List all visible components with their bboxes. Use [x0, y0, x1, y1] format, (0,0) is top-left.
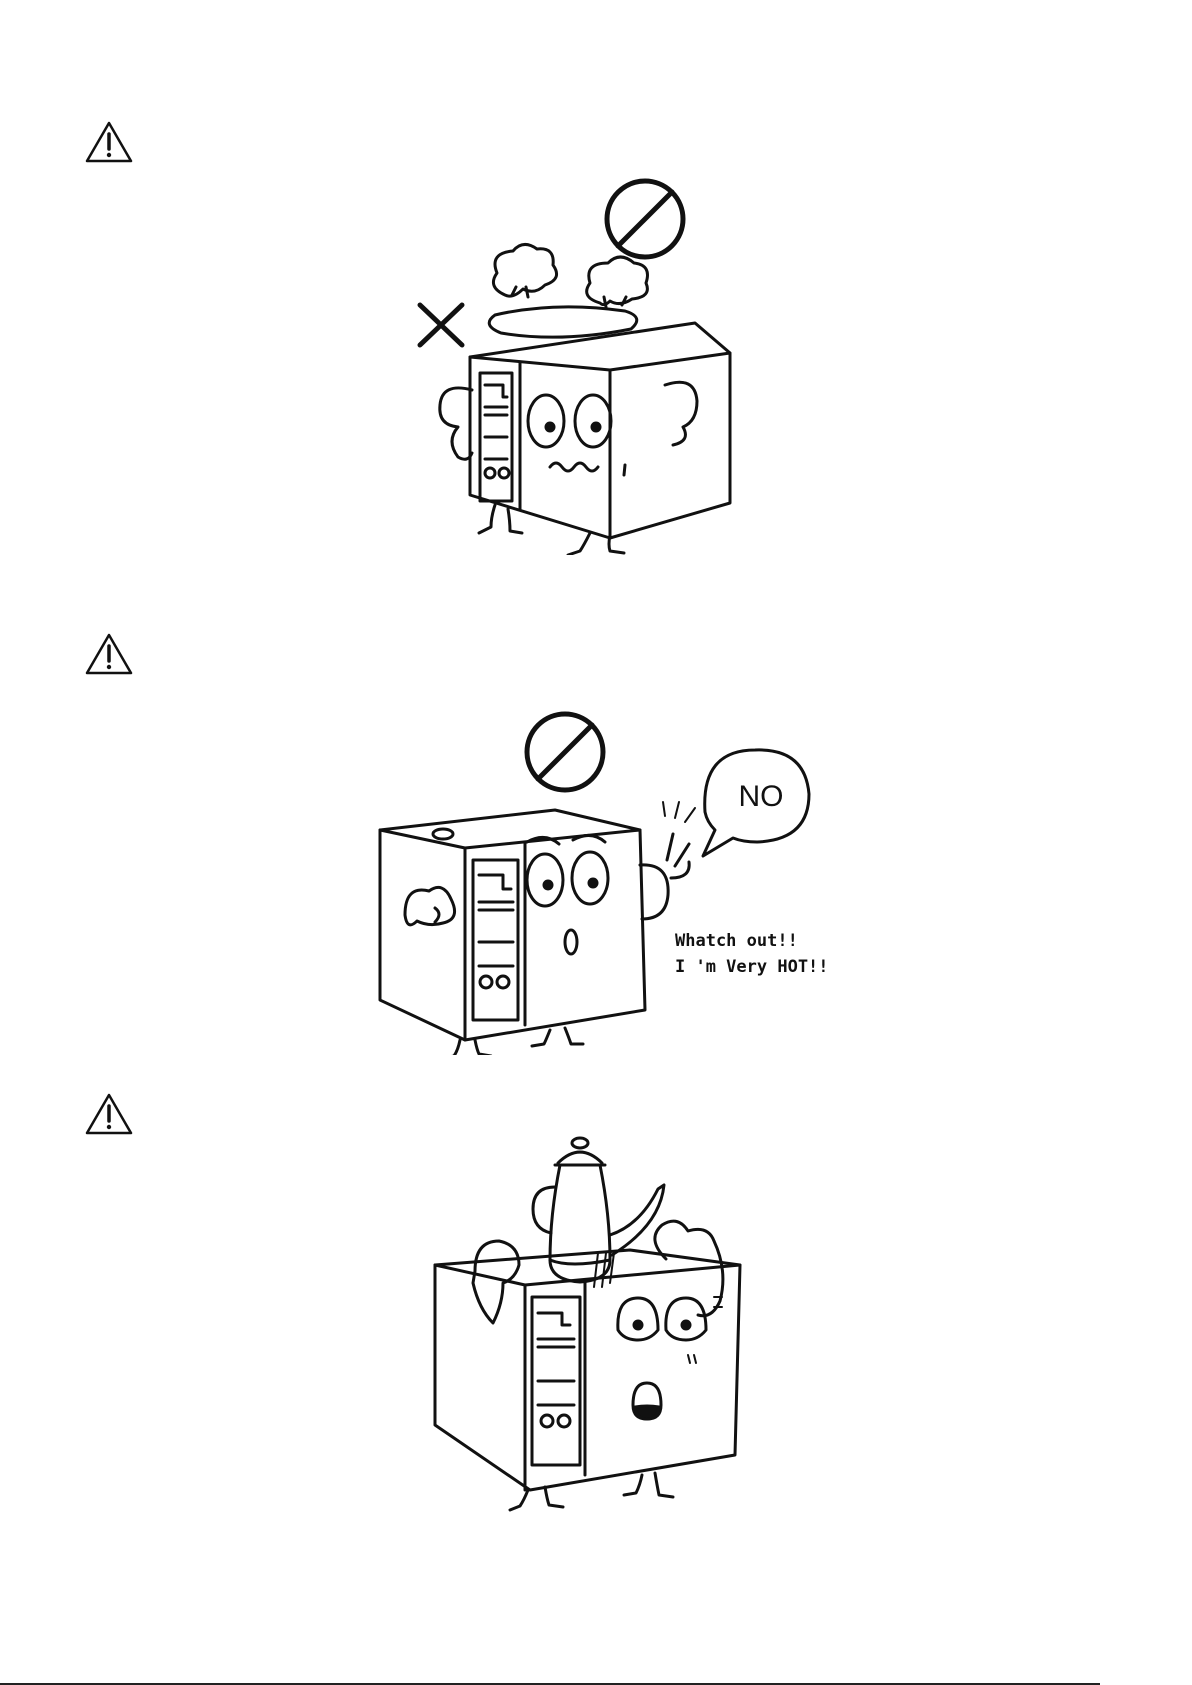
- prohibited-icon: [527, 714, 603, 790]
- warning-triangle-icon: [84, 1092, 134, 1136]
- warning-triangle-icon: [84, 632, 134, 676]
- caption-line-1: Whatch out!!: [675, 931, 798, 951]
- kettle-icon: [533, 1138, 664, 1282]
- illustration-steaming-dish-on-oven: [400, 175, 740, 555]
- caption-line-2: I 'm Very HOT!!: [675, 957, 829, 977]
- cross-mark-icon: [420, 305, 462, 345]
- illustration-kettle-on-oven: [430, 1135, 790, 1520]
- illustration-hot-oven-no: NO Whatch out!! I 'm Very HOT!!: [375, 710, 855, 1055]
- prohibited-icon: [607, 181, 683, 257]
- warning-triangle-icon: [84, 120, 134, 164]
- speech-bubble-text: NO: [739, 780, 784, 813]
